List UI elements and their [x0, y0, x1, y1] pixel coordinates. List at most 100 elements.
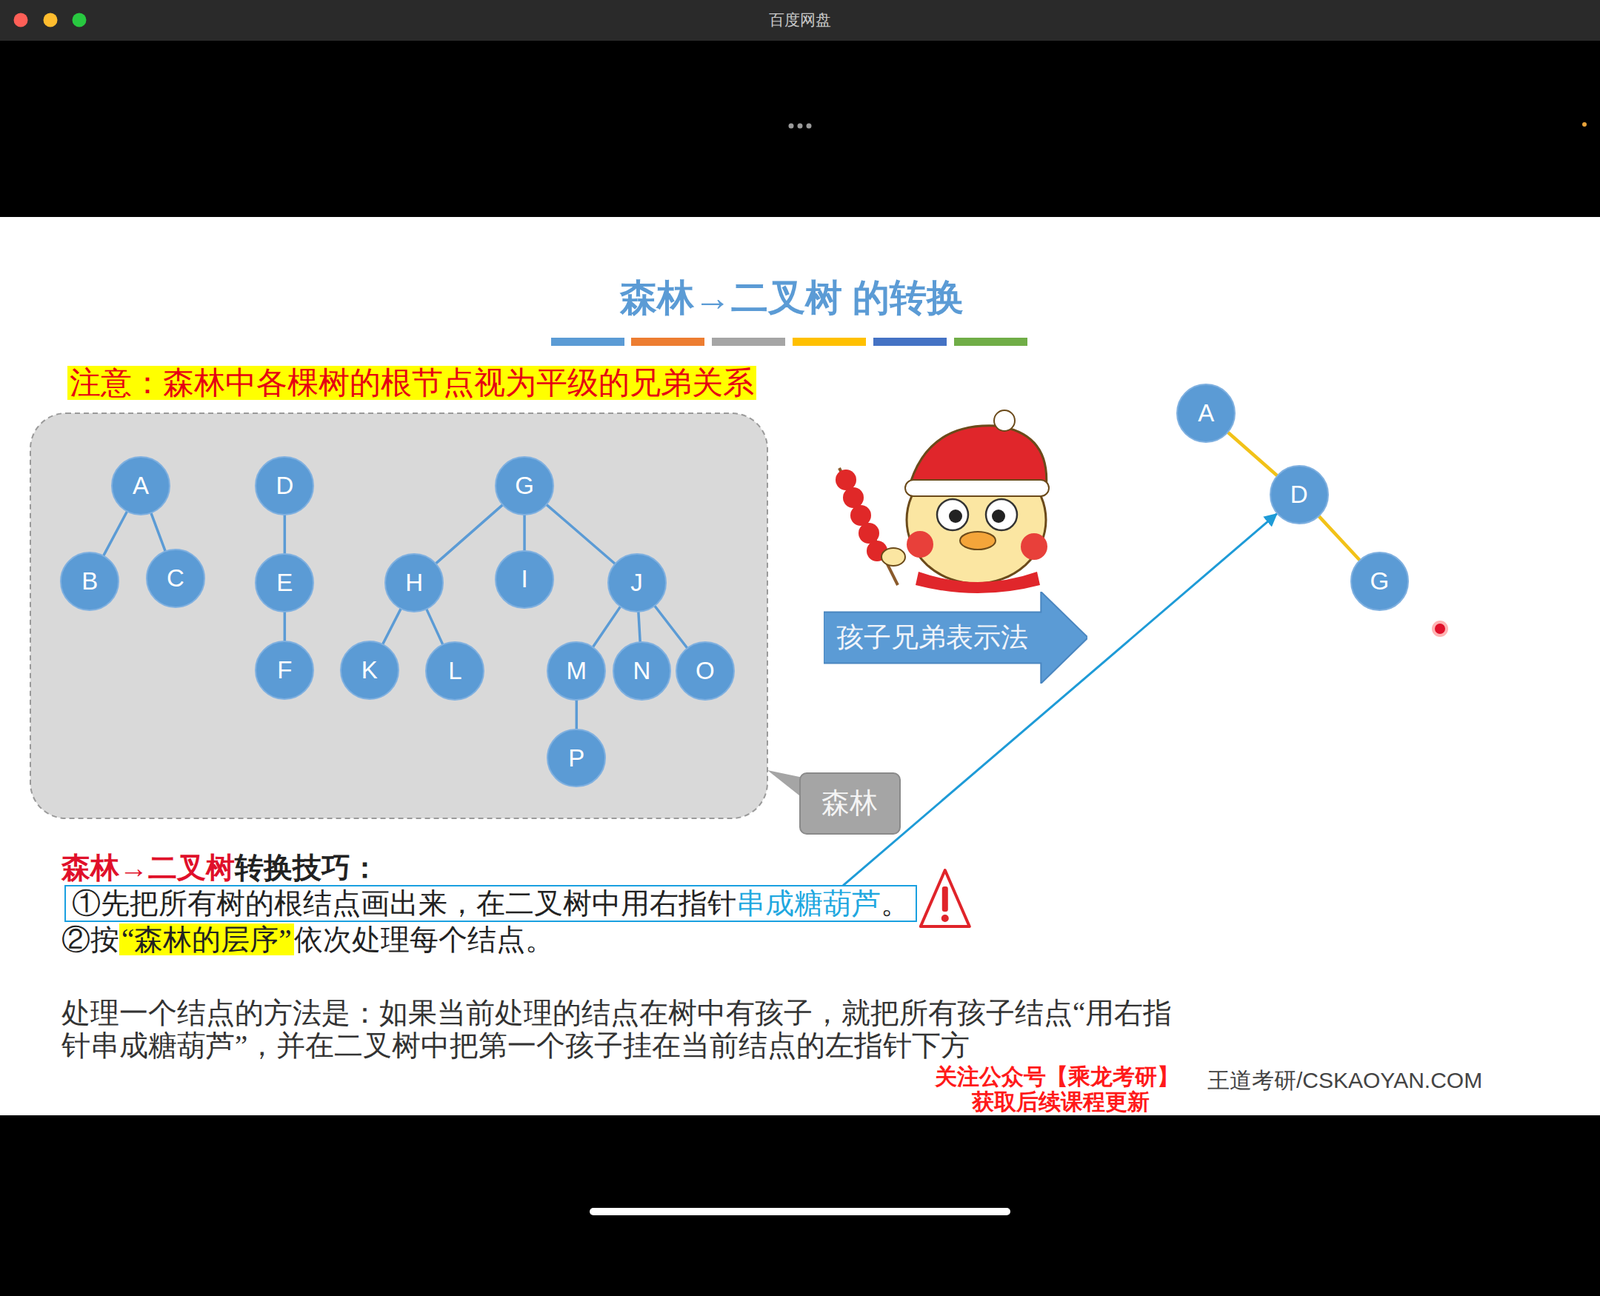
color-bar	[873, 337, 947, 346]
tree-edge	[1228, 432, 1277, 475]
callout-box: 森林	[799, 772, 902, 835]
tree-edge	[638, 611, 640, 642]
cheek	[906, 531, 934, 558]
node-label: H	[405, 568, 423, 598]
window-title: 百度网盘	[768, 8, 832, 32]
node-label: 。	[880, 887, 910, 920]
node-label: N	[633, 657, 652, 686]
node-label: D	[275, 471, 294, 500]
arrow-outline	[823, 591, 1089, 684]
eye	[985, 499, 1018, 531]
note-highlight: 注意：森林中各棵树的根节点视为平级的兄弟关系	[67, 365, 757, 400]
pompom	[994, 410, 1015, 432]
tree-edge	[575, 700, 579, 729]
tree-node: K	[340, 640, 400, 700]
node-label: A	[132, 471, 149, 500]
node-label: D	[1290, 480, 1309, 509]
tree-node: N	[612, 641, 672, 701]
callout-tail	[767, 770, 803, 799]
dot	[806, 123, 812, 129]
warning-triangle	[920, 870, 970, 927]
eye	[937, 499, 969, 531]
tree-node: A	[111, 456, 171, 516]
hat-brim	[905, 480, 1049, 497]
chick-illustration	[835, 410, 1049, 594]
pointer-dot	[1433, 622, 1447, 636]
tree-node: H	[384, 553, 444, 613]
tree-node: J	[607, 553, 667, 613]
node-label: M	[566, 657, 588, 686]
color-bar	[954, 337, 1028, 346]
tree-node: M	[546, 641, 606, 701]
site-watermark: 王道考研/CSKAOYAN.COM	[1207, 1067, 1483, 1095]
node-label: G	[1370, 567, 1390, 596]
tree-node: C	[145, 548, 206, 609]
tree-edge	[103, 511, 127, 556]
step-text: 依次处理每个结点。	[294, 923, 555, 956]
color-bar	[711, 337, 786, 346]
dot	[797, 123, 803, 129]
tree-node: G	[1350, 551, 1410, 612]
tip-heading: 森林→二叉树	[61, 851, 235, 884]
warning-bar	[942, 886, 949, 912]
node-label: F	[277, 656, 292, 685]
window-titlebar	[0, 0, 1600, 41]
tree-edge	[382, 608, 401, 644]
step-text: ②按	[61, 923, 120, 956]
node-label: A	[1197, 399, 1215, 428]
forest-region	[30, 413, 768, 819]
arrow-text-area: 孩子兄弟表示法	[823, 611, 1041, 663]
haw	[842, 487, 864, 509]
tree-edge	[151, 513, 166, 552]
haw	[850, 505, 872, 526]
node-label: J	[630, 568, 643, 598]
pointer-arrow	[843, 514, 1277, 886]
text-line: ②按“森林的层序”依次处理每个结点。	[61, 923, 555, 957]
dot	[788, 123, 795, 129]
node-label: B	[81, 567, 98, 596]
tree-node: L	[425, 641, 485, 701]
tree-edge	[283, 612, 287, 642]
tree-node: O	[675, 641, 735, 701]
pupil	[948, 509, 963, 523]
close-light	[14, 13, 29, 28]
tree-edge	[436, 505, 503, 563]
color-bars	[551, 337, 1028, 346]
minimize-light	[43, 13, 58, 28]
tree-edge	[1319, 516, 1360, 560]
wing	[881, 548, 906, 566]
zoom-light	[72, 13, 87, 28]
transform-arrow: 孩子兄弟表示法	[823, 591, 1089, 684]
method-paragraph: 处理一个结点的方法是：如果当前处理的结点在树中有孩子，就把所有孩子结点“用右指针…	[61, 997, 1173, 1063]
more-dots	[788, 123, 812, 129]
haw	[858, 522, 880, 544]
color-bar	[551, 337, 625, 346]
node-label: E	[276, 568, 293, 598]
cheek	[1020, 533, 1048, 560]
haw	[835, 469, 857, 491]
tree-edge	[546, 505, 615, 564]
tree-node: D	[254, 456, 315, 516]
highlight-text: “森林的层序”	[119, 923, 295, 956]
tree-node: A	[1176, 383, 1236, 443]
tree-node: F	[254, 640, 315, 700]
tree-node: E	[254, 553, 315, 613]
tree-edge	[522, 515, 526, 551]
tip-heading: 转换技巧：	[234, 851, 380, 884]
pupil	[991, 509, 1006, 523]
color-bar	[631, 337, 705, 346]
node-label: 森林	[821, 784, 878, 823]
node-label: P	[568, 744, 585, 773]
home-indicator	[589, 1208, 1011, 1216]
beak	[960, 531, 996, 550]
text-line: 森林→二叉树转换技巧：	[61, 852, 380, 884]
node-label: I	[520, 565, 528, 594]
node-label: ①先把所有树的根结点画出来，在二叉树中用右指针	[71, 887, 737, 920]
node-label: C	[166, 564, 185, 593]
color-bar	[792, 337, 866, 346]
tree-edge	[654, 605, 688, 649]
tree-edge	[283, 515, 287, 554]
